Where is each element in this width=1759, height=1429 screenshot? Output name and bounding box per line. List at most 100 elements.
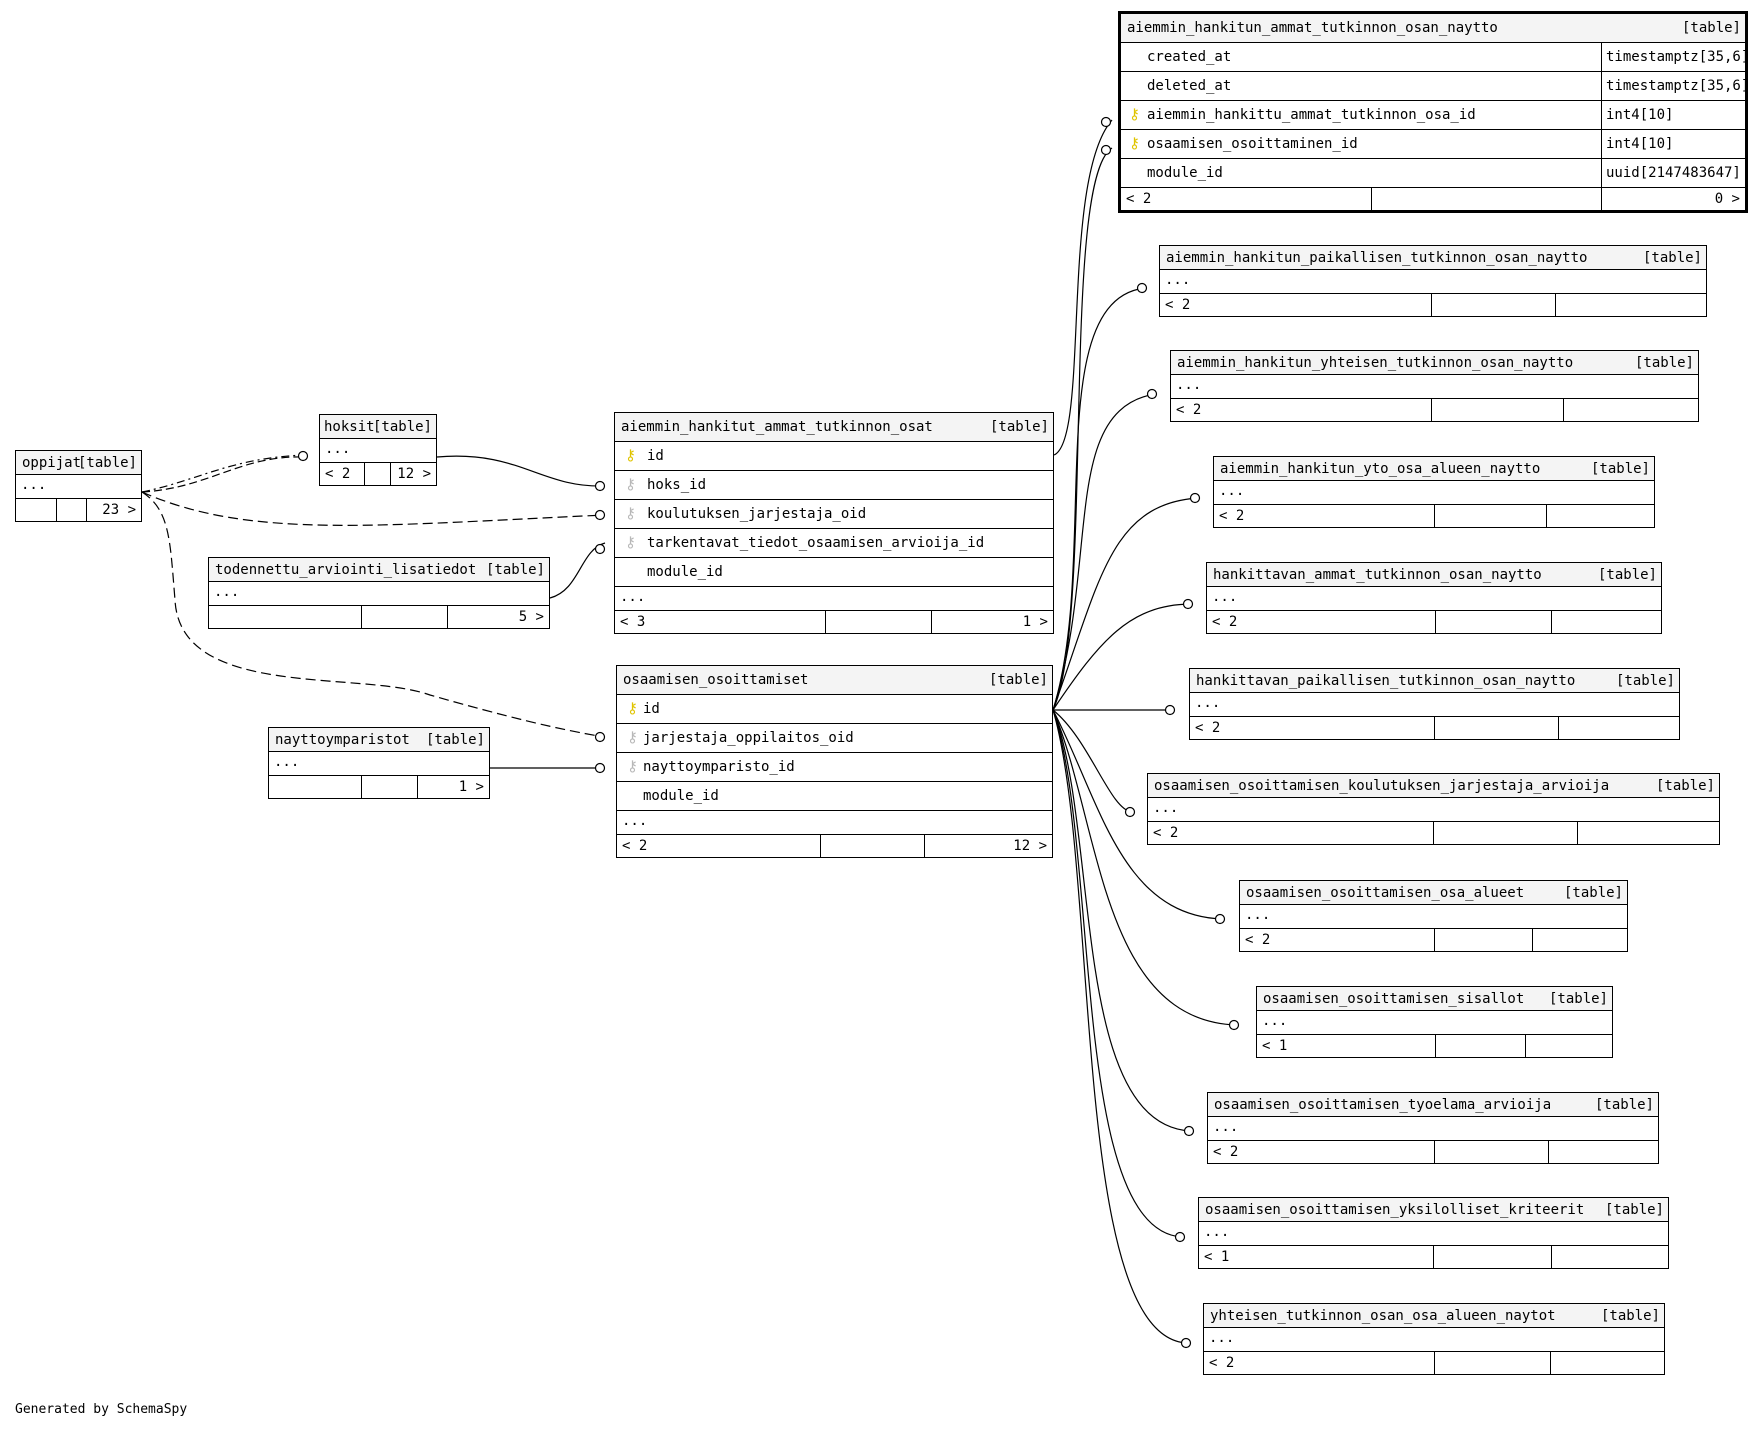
children-count: 1 > <box>1022 614 1048 630</box>
ellipsis-row: ... <box>1208 1117 1658 1141</box>
table-nayttoymparistot[interactable]: nayttoymparistot [table] ... 1 > <box>268 727 490 799</box>
column-name: module_id <box>643 788 719 804</box>
table-type: [table] <box>1604 1202 1664 1218</box>
table-header: osaamisen_osoittamiset [table] <box>617 666 1052 695</box>
table-type: [table] <box>1681 20 1741 36</box>
table-type: [table] <box>989 419 1049 435</box>
edge-ahato-focus <box>1053 119 1113 456</box>
table-type: [table] <box>1615 673 1675 689</box>
ellipsis: ... <box>1212 589 1238 605</box>
table-osaamisen-osoittamisen-yksilolliset-kriteerit[interactable]: osaamisen_osoittamisen_yksilolliset_krit… <box>1198 1197 1669 1269</box>
parents-count: < 2 <box>1219 508 1245 524</box>
column-type: int4[10] <box>1601 101 1745 129</box>
foreign-key-icon: ⚷ <box>627 757 638 775</box>
edge-oo-child-2 <box>1052 393 1156 711</box>
table-hankittavan-paikallisen-tutkinnon-osan-naytto[interactable]: hankittavan_paikallisen_tutkinnon_osan_n… <box>1189 668 1680 740</box>
edge-end-circle <box>297 450 309 462</box>
table-yhteisen-tutkinnon-osan-osa-alueen-naytot[interactable]: yhteisen_tutkinnon_osan_osa_alueen_nayto… <box>1203 1303 1665 1375</box>
table-type: [table] <box>1548 991 1608 1007</box>
edge-oo-child-4 <box>1052 603 1191 711</box>
foreign-key-icon: ⚷ <box>625 533 636 551</box>
parents-count: < 3 <box>620 614 646 630</box>
table-header: todennettu_arviointi_lisatiedot [table] <box>209 558 549 582</box>
column-name: koulutuksen_jarjestaja_oid <box>647 506 867 522</box>
table-type: [table] <box>372 419 432 435</box>
table-footer: < 1 <box>1199 1246 1668 1268</box>
primary-key-icon: ⚷ <box>627 699 638 717</box>
column-row: module_id <box>615 558 1053 587</box>
table-footer: < 2 12 > <box>320 463 436 485</box>
table-header: hoksit [table] <box>320 415 436 439</box>
table-footer: < 2 12 > <box>617 835 1052 857</box>
edge-end-circle <box>594 762 606 774</box>
table-name: todennettu_arviointi_lisatiedot <box>215 562 477 578</box>
table-aiemmin-hankitun-paikallisen-tutkinnon-osan-naytto[interactable]: aiemmin_hankitun_paikallisen_tutkinnon_o… <box>1159 245 1707 317</box>
ellipsis-row: ... <box>1257 1011 1612 1035</box>
ellipsis: ... <box>21 477 47 493</box>
children-count: 12 > <box>1013 838 1047 854</box>
table-header: aiemmin_hankitun_yhteisen_tutkinnon_osan… <box>1171 351 1698 375</box>
table-aiemmin-hankitun-yto-osa-alueen-naytto[interactable]: aiemmin_hankitun_yto_osa_alueen_naytto [… <box>1213 456 1655 528</box>
edge-oppijat-oo <box>141 491 606 738</box>
table-aiemmin-hankitun-ammat-tutkinnon-osan-naytto[interactable]: aiemmin_hankitun_ammat_tutkinnon_osan_na… <box>1118 11 1749 213</box>
table-name: osaamisen_osoittamisen_tyoelama_arvioija <box>1214 1097 1552 1113</box>
table-aiemmin-hankitut-ammat-tutkinnon-osat[interactable]: aiemmin_hankitut_ammat_tutkinnon_osat [t… <box>614 412 1054 634</box>
table-header: aiemmin_hankitun_yto_osa_alueen_naytto [… <box>1214 457 1654 481</box>
column-name: jarjestaja_oppilaitos_oid <box>643 730 854 746</box>
ellipsis: ... <box>1176 377 1202 393</box>
table-type: [table] <box>485 562 545 578</box>
column-type: timestamptz[35,6] <box>1601 43 1749 71</box>
column-row: ⚷id <box>615 442 1053 471</box>
children-count: 12 > <box>397 466 431 482</box>
ellipsis: ... <box>1209 1330 1235 1346</box>
table-oppijat[interactable]: oppijat [table] ... 23 > <box>15 450 142 522</box>
table-footer: < 2 <box>1160 294 1706 316</box>
edge-oo-child-8 <box>1052 709 1237 1026</box>
edge-end-circle <box>1100 116 1112 128</box>
table-osaamisen-osoittamisen-sisallot[interactable]: osaamisen_osoittamisen_sisallot [table] … <box>1256 986 1613 1058</box>
table-name: aiemmin_hankitut_ammat_tutkinnon_osat <box>621 419 933 435</box>
table-hoksit[interactable]: hoksit [table] ... < 2 12 > <box>319 414 437 486</box>
table-osaamisen-osoittamiset[interactable]: osaamisen_osoittamiset [table] ⚷id ⚷ jarj… <box>616 665 1053 858</box>
children-count: 0 > <box>1714 191 1740 207</box>
table-hankittavan-ammat-tutkinnon-osan-naytto[interactable]: hankittavan_ammat_tutkinnon_osan_naytto … <box>1206 562 1662 634</box>
ellipsis-row: ... <box>269 752 489 776</box>
ellipsis: ... <box>1204 1224 1230 1240</box>
table-name: osaamisen_osoittamisen_sisallot <box>1263 991 1525 1007</box>
children-count: 23 > <box>102 502 136 518</box>
edge-end-circle <box>1100 144 1112 156</box>
table-name: nayttoymparistot <box>275 732 410 748</box>
column-row: ⚷id <box>617 695 1052 724</box>
ellipsis: ... <box>1245 907 1271 923</box>
ellipsis: ... <box>1262 1013 1288 1029</box>
foreign-key-icon: ⚷ <box>625 475 636 493</box>
table-type: [table] <box>988 672 1048 688</box>
column-row: ⚷ nayttoymparisto_id <box>617 753 1052 782</box>
parents-count: < 2 <box>1195 720 1221 736</box>
table-header: osaamisen_osoittamisen_koulutuksen_jarje… <box>1148 774 1719 798</box>
table-name: yhteisen_tutkinnon_osan_osa_alueen_nayto… <box>1210 1308 1556 1324</box>
edge-end-circle <box>1174 1231 1186 1243</box>
column-name: aiemmin_hankittu_ammat_tutkinnon_osa_id <box>1147 107 1476 123</box>
table-footer: < 2 <box>1240 929 1627 951</box>
edge-end-circle <box>1189 492 1201 504</box>
edge-oo-child-3 <box>1052 497 1198 711</box>
ellipsis: ... <box>214 584 240 600</box>
column-name: created_at <box>1147 49 1232 65</box>
primary-key-icon: ⚷ <box>1129 105 1140 123</box>
table-todennettu-arviointi-lisatiedot[interactable]: todennettu_arviointi_lisatiedot [table] … <box>208 557 550 629</box>
table-header: hankittavan_ammat_tutkinnon_osan_naytto … <box>1207 563 1661 587</box>
table-osaamisen-osoittamisen-osa-alueet[interactable]: osaamisen_osoittamisen_osa_alueet [table… <box>1239 880 1628 952</box>
column-row: created_at timestamptz[35,6] <box>1121 43 1749 72</box>
table-name: hoksit <box>324 419 375 435</box>
ellipsis: ... <box>1213 1119 1239 1135</box>
column-name: nayttoymparisto_id <box>643 759 795 775</box>
table-type: [table] <box>1594 1097 1654 1113</box>
table-osaamisen-osoittamisen-koulutuksen-jarjestaja-arvioija[interactable]: osaamisen_osoittamisen_koulutuksen_jarje… <box>1147 773 1720 845</box>
table-header: hankittavan_paikallisen_tutkinnon_osan_n… <box>1190 669 1679 693</box>
table-aiemmin-hankitun-yhteisen-tutkinnon-osan-naytto[interactable]: aiemmin_hankitun_yhteisen_tutkinnon_osan… <box>1170 350 1699 422</box>
table-name: aiemmin_hankitun_paikallisen_tutkinnon_o… <box>1166 250 1588 266</box>
edge-oo-child-7 <box>1052 709 1223 920</box>
table-osaamisen-osoittamisen-tyoelama-arvioija[interactable]: osaamisen_osoittamisen_tyoelama_arvioija… <box>1207 1092 1659 1164</box>
